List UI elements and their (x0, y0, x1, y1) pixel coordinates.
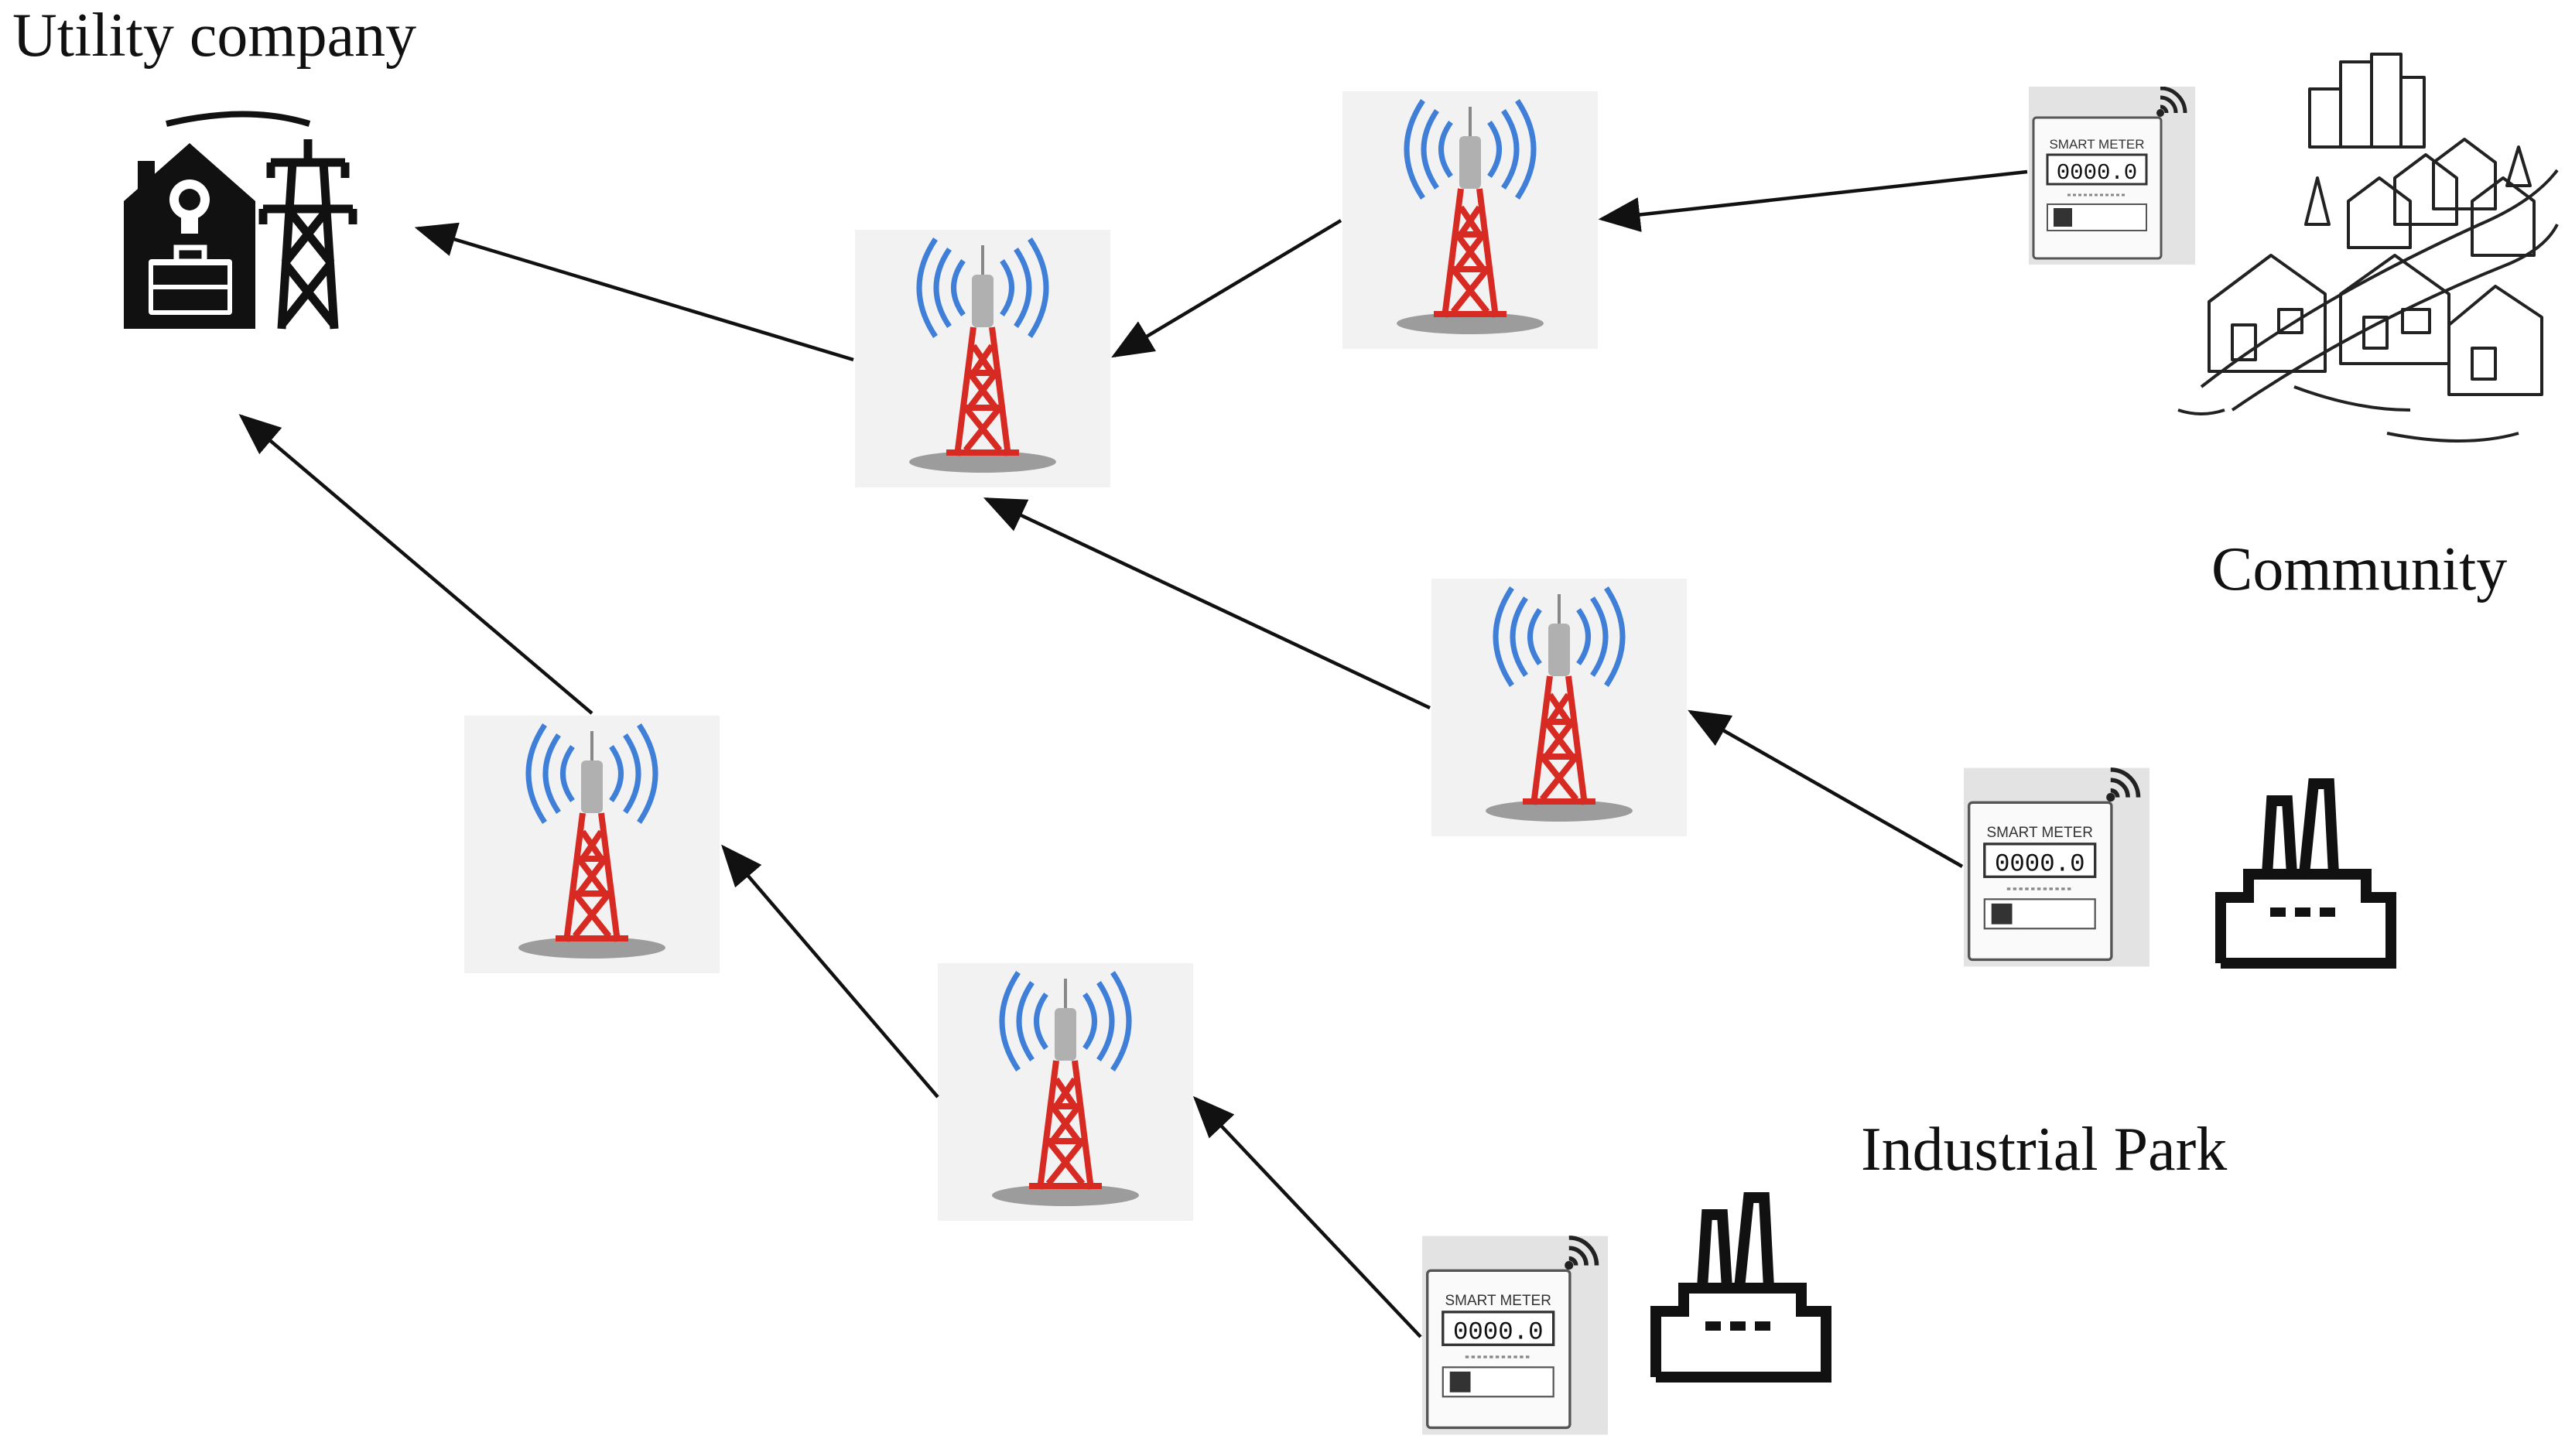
arrow-tower-4-to-utility (238, 414, 593, 715)
meter-reading: 0000.0 (1995, 849, 2085, 878)
meter-reading: 0000.0 (1453, 1318, 1544, 1346)
arrow-tower-5-to-tower-4 (721, 844, 939, 1099)
smart-meter-industrial-2: SMART METER 0000.0 (1422, 1234, 1608, 1437)
community-houses-icon (2155, 46, 2565, 464)
industrial-park-label: Industrial Park (1861, 1116, 2228, 1184)
utility-company-icon (116, 108, 379, 340)
meter-title: SMART METER (1445, 1293, 1551, 1309)
arrow-meter-industrial-1-to-tower-3 (1688, 709, 1964, 868)
meter-title: SMART METER (2049, 137, 2144, 152)
factory-icon-1 (2211, 778, 2401, 971)
utility-company-label: Utility company (12, 2, 417, 70)
factory-icon-2 (1647, 1191, 1836, 1385)
cell-tower-2 (855, 230, 1110, 487)
arrow-meter-community-to-tower-1 (1598, 169, 2028, 232)
cell-tower-5 (938, 963, 1193, 1221)
cell-tower-3 (1431, 579, 1687, 836)
cell-tower-4 (464, 716, 720, 973)
cell-tower-1 (1342, 91, 1598, 349)
smart-meter-community: SMART METER 0000.0 (2029, 87, 2195, 265)
meter-title: SMART METER (1987, 825, 2093, 841)
smart-meter-industrial-1: SMART METER 0000.0 (1964, 766, 2149, 969)
arrow-meter-industrial-2-to-tower-5 (1192, 1095, 1422, 1338)
arrow-tower-1-to-tower-2 (1111, 219, 1342, 358)
arrow-tower-3-to-tower-2 (983, 497, 1431, 710)
arrow-tower-2-to-utility (414, 222, 854, 362)
community-label: Community (2211, 535, 2508, 603)
meter-reading: 0000.0 (2057, 160, 2137, 186)
